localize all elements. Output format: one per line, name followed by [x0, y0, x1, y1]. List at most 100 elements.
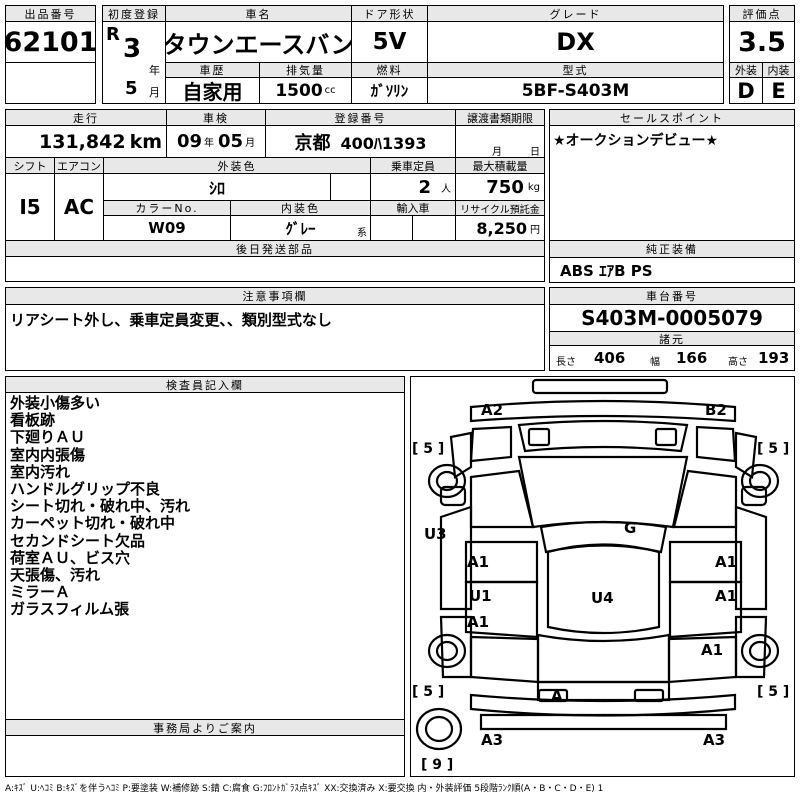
right-lower-mark: A1 [701, 641, 724, 659]
max-load-unit: kg [527, 181, 540, 193]
width-value: 166 [676, 349, 708, 367]
exterior-color-value: ｼﾛ [103, 173, 331, 201]
door-type-value: 5V [351, 21, 428, 63]
left-u1-mark: U1 [469, 587, 492, 605]
rear-right-mark: A3 [703, 731, 726, 749]
history-label: 車歴 [165, 62, 260, 78]
mileage-label: 走行 [5, 109, 167, 126]
max-load-label: 最大積載量 [455, 157, 545, 174]
imported-car-label: 輸入車 [370, 200, 456, 216]
recycle-deposit-unit: 円 [530, 224, 540, 236]
capacity-label: 乗車定員 [370, 157, 456, 174]
rear-left-mark: A3 [481, 731, 504, 749]
inspector-remark-item: 荷室ＡＵ、ビス穴 [10, 548, 131, 567]
shift-label: シフト [5, 157, 55, 174]
front-left-mark: A2 [481, 401, 504, 419]
displacement-value: 1500 [275, 80, 323, 101]
specs-cell: 長さ 406 幅 166 高さ 193 [549, 345, 795, 371]
tire-rear-left: [ 5 ] [412, 684, 445, 700]
transfer-docs-label: 譲渡書類期限 [455, 109, 545, 126]
capacity-value: 2 [418, 176, 431, 198]
spare-tire-mark: [ 9 ] [421, 757, 454, 773]
year-suffix: 年 [149, 64, 160, 77]
registration-number-label: 登録番号 [265, 109, 456, 126]
caution-value: リアシート外し、乗車定員変更、、類別型式なし [10, 311, 332, 329]
aircon-value: AC [54, 173, 104, 241]
fuel-label: 燃料 [351, 62, 428, 78]
inspector-remark-item: ハンドルグリップ不良 [10, 480, 161, 499]
inspection-year: 09 [176, 131, 202, 152]
caution-cell: リアシート外し、乗車定員変更、、類別型式なし [5, 304, 545, 371]
inspector-remark-item: ミラーＡ [10, 583, 71, 602]
tire-rear-right: [ 5 ] [757, 684, 790, 700]
registration-number: 400ﾊ1393 [340, 133, 427, 153]
inspector-remark-item: カーペット切れ・破れ中 [10, 514, 176, 533]
standard-equipment-value: ABS ｴｱB PS [549, 257, 795, 283]
inspector-remark-item: ガラスフィルム張 [10, 600, 130, 619]
imported-car-cell-a [370, 215, 413, 241]
registration-month: 5 [125, 78, 138, 99]
sales-point-value: ★オークションデビュー★ [553, 133, 719, 149]
width-label: 幅 [650, 357, 660, 368]
car-outline [415, 378, 780, 751]
right-mid-mark: A1 [715, 587, 738, 605]
inspector-remark-item: シート切れ・破れ中、汚れ [10, 497, 191, 516]
length-value: 406 [594, 349, 626, 367]
fuel-value: ｶﾞｿﾘﾝ [351, 77, 428, 104]
transfer-docs-cell: 月 日 [455, 125, 545, 158]
inspection-month-suffix: 月 [245, 138, 256, 149]
shift-value: I5 [5, 173, 55, 241]
left-side-u3-mark: U3 [424, 525, 447, 543]
aircon-label: エアコン [54, 157, 104, 174]
inspector-remark-item: 外装小傷多い [10, 394, 101, 412]
lot-blank-cell [5, 62, 96, 104]
interior-color-value: ｸﾞﾚｰ [285, 219, 316, 238]
imported-car-cell-b [412, 215, 456, 241]
sales-point-cell: ★オークションデビュー★ [549, 125, 795, 258]
floor-u4-mark: U4 [591, 589, 614, 607]
damage-diagram: A2 B2 [ 5 ] [ 5 ] U3 A1 G A1 U1 U4 A1 A1… [410, 376, 795, 777]
inspection-month: 05 [218, 131, 244, 152]
inspector-remark-item: セカンドシート欠品 [10, 531, 146, 550]
recycle-deposit-label: リサイクル預託金 [455, 200, 545, 216]
model-type-value: 5BF-S403M [427, 77, 724, 104]
lot-number-label: 出品番号 [5, 5, 96, 22]
model-name-label: 車名 [165, 5, 352, 22]
displacement-label: 排気量 [259, 62, 352, 78]
height-label: 高さ [728, 357, 748, 368]
sales-point-label: セールスポイント [549, 109, 795, 126]
roof-glass-mark: G [624, 519, 637, 537]
height-value: 193 [758, 349, 790, 367]
inspector-remark-item: 室内汚れ [10, 462, 71, 481]
interior-label: 内装 [762, 62, 795, 78]
color-number-value: W09 [103, 215, 231, 241]
left-door-mark: A1 [467, 553, 490, 571]
transfer-day-suffix: 日 [530, 147, 540, 158]
interior-color-suffix: 系 [357, 228, 367, 239]
transfer-month-suffix: 月 [492, 147, 502, 158]
recycle-deposit-value: 8,250 [476, 218, 527, 238]
office-notice-cell [5, 735, 405, 777]
exterior-grade: D [729, 77, 763, 104]
interior-grade: E [762, 77, 795, 104]
chassis-number-value: S403M-0005079 [549, 304, 795, 332]
office-notice-label: 事務局よりご案内 [5, 719, 405, 736]
exterior-color-label: 外装色 [103, 157, 371, 174]
lot-number-value: 62101 [5, 21, 96, 63]
exterior-label: 外装 [729, 62, 763, 78]
length-label: 長さ [556, 357, 576, 368]
grade-value: DX [427, 21, 724, 63]
inspector-remark-item: 天張傷、汚れ [10, 566, 101, 585]
standard-equipment-label: 純正装備 [549, 240, 795, 258]
front-right-mark: B2 [705, 401, 727, 419]
era-letter: R [106, 24, 120, 45]
score-label: 評価点 [729, 5, 795, 22]
inspector-remark-item: 看板跡 [10, 411, 56, 430]
color-number-label: カラーNo. [103, 200, 231, 216]
